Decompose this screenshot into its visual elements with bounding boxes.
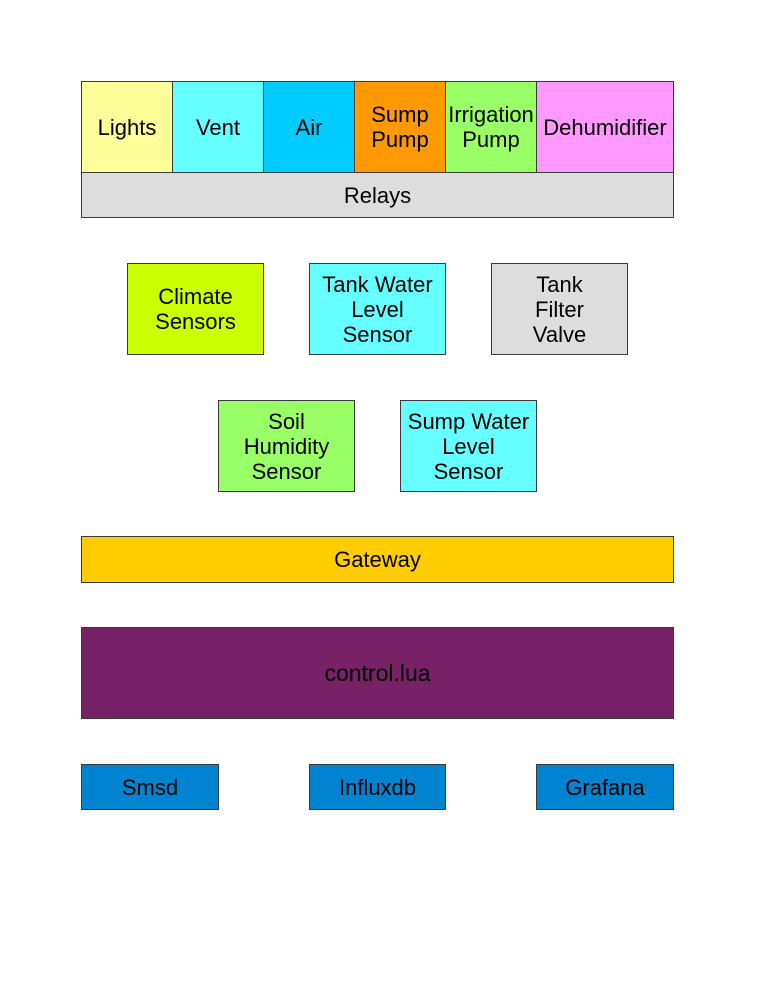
vent-box: Vent xyxy=(172,81,264,173)
tank-water-level-sensor-box: Tank Water Level Sensor xyxy=(309,263,446,355)
air-box: Air xyxy=(263,81,355,173)
smsd-box: Smsd xyxy=(81,764,219,810)
climate-sensors-box: Climate Sensors xyxy=(127,263,264,355)
lights-box: Lights xyxy=(81,81,173,173)
sump-water-level-sensor-box: Sump Water Level Sensor xyxy=(400,400,537,492)
tank-filter-valve-box: Tank Filter Valve xyxy=(491,263,628,355)
gateway-bar: Gateway xyxy=(81,536,674,583)
control-lua-box: control.lua xyxy=(81,627,674,719)
irrigation-pump-box: Irrigation Pump xyxy=(445,81,537,173)
grafana-box: Grafana xyxy=(536,764,674,810)
influxdb-box: Influxdb xyxy=(309,764,446,810)
relays-bar: Relays xyxy=(81,172,674,218)
sump-pump-box: Sump Pump xyxy=(354,81,446,173)
dehumidifier-box: Dehumidifier xyxy=(536,81,674,173)
soil-humidity-sensor-box: Soil Humidity Sensor xyxy=(218,400,355,492)
